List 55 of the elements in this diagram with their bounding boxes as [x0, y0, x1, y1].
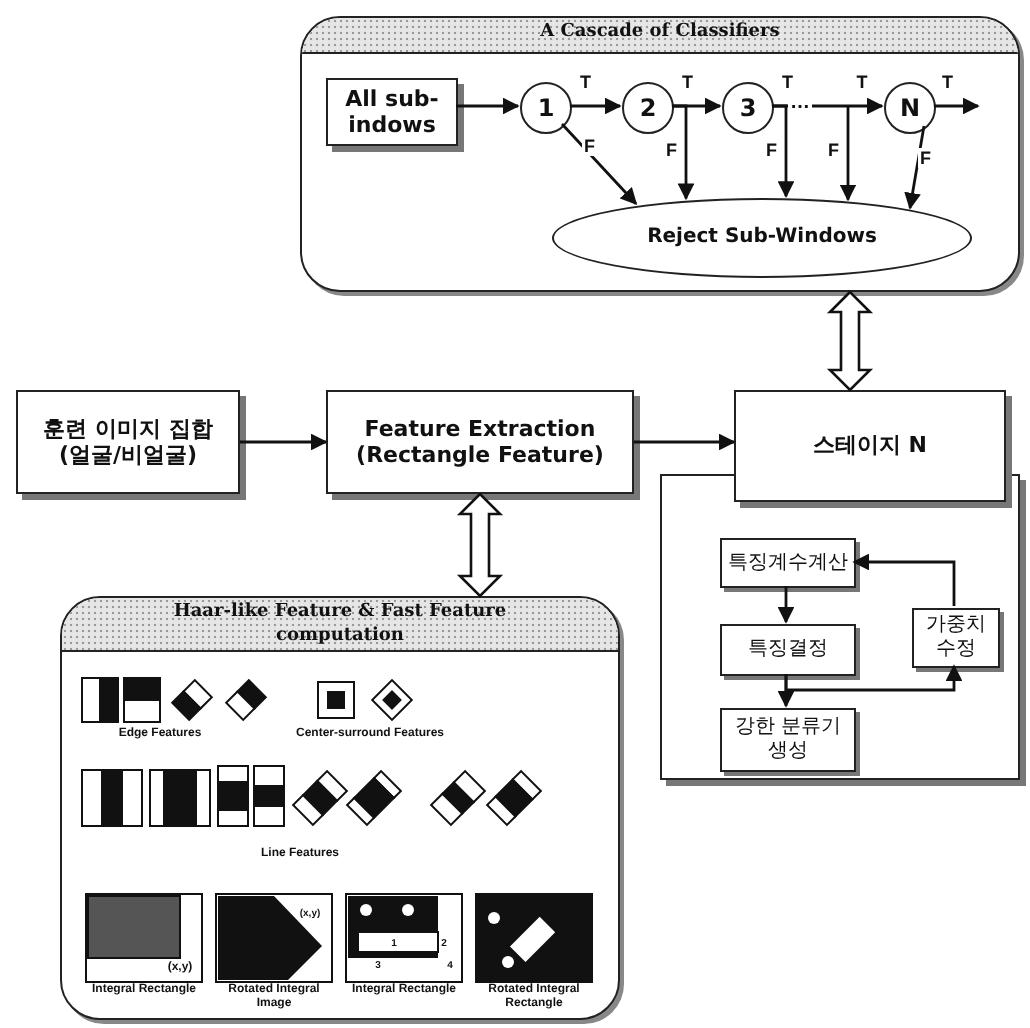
stage-circle [722, 82, 774, 134]
arrow [934, 97, 980, 115]
arrow [456, 97, 520, 115]
node-label: 2 [637, 93, 659, 123]
process-box [16, 390, 240, 494]
arrow [672, 104, 695, 201]
edge-label: T [780, 72, 795, 92]
edge-label: F [582, 136, 597, 156]
node-label: 훈련 이미지 집합 (얼굴/비얼굴) [41, 415, 215, 469]
arrow [570, 97, 622, 115]
panel-title: A Cascade of Classifiers [302, 18, 1018, 54]
edge-label: T [578, 72, 593, 92]
edge-label: F [826, 140, 841, 160]
edge-label: F [664, 140, 679, 160]
node-label: 1 [535, 93, 557, 123]
edge-label: F [764, 140, 779, 160]
arrow [784, 664, 963, 692]
double-arrow [456, 492, 504, 598]
stage-outline-box [660, 474, 1020, 780]
step-box [720, 538, 856, 588]
process-box [734, 390, 1006, 502]
step-box [720, 624, 856, 676]
node-label: 3 [737, 93, 759, 123]
panel-title: Haar-like Feature & Fast Feature computation [62, 598, 618, 652]
diagram-panel [60, 596, 620, 1020]
arrow [777, 586, 795, 624]
node-label: 특징결정 [746, 638, 830, 662]
node-label: 스테이지 N [810, 432, 930, 460]
node-label: N [897, 93, 923, 123]
node-label: 특징계수계산 [726, 551, 850, 575]
node-label: Reject Sub-Windows [645, 226, 879, 250]
stage-circle [622, 82, 674, 134]
arrow [852, 553, 956, 606]
step-box [912, 608, 1000, 668]
double-arrow [826, 290, 874, 392]
arrow [240, 433, 328, 451]
arrow [839, 106, 857, 202]
process-box [326, 78, 458, 146]
arrow [634, 433, 736, 451]
stage-circle [884, 82, 936, 134]
stage-circle [520, 82, 572, 134]
diagram-panel [300, 16, 1020, 292]
arrow [904, 125, 926, 210]
process-box [326, 390, 634, 494]
edge-label: T [940, 72, 955, 92]
node-label: All sub-indows [343, 85, 441, 139]
node-label: Feature Extraction (Rectangle Feature) [354, 415, 606, 469]
node-label: 강한 분류기 생성 [732, 716, 844, 764]
arrow [560, 123, 638, 205]
flow-label: T [854, 72, 870, 93]
node-label: 가중치 수정 [924, 614, 988, 662]
edge-label: T [680, 72, 695, 92]
arrow [772, 104, 795, 198]
step-box [720, 708, 856, 772]
edge-label: F [918, 148, 933, 168]
